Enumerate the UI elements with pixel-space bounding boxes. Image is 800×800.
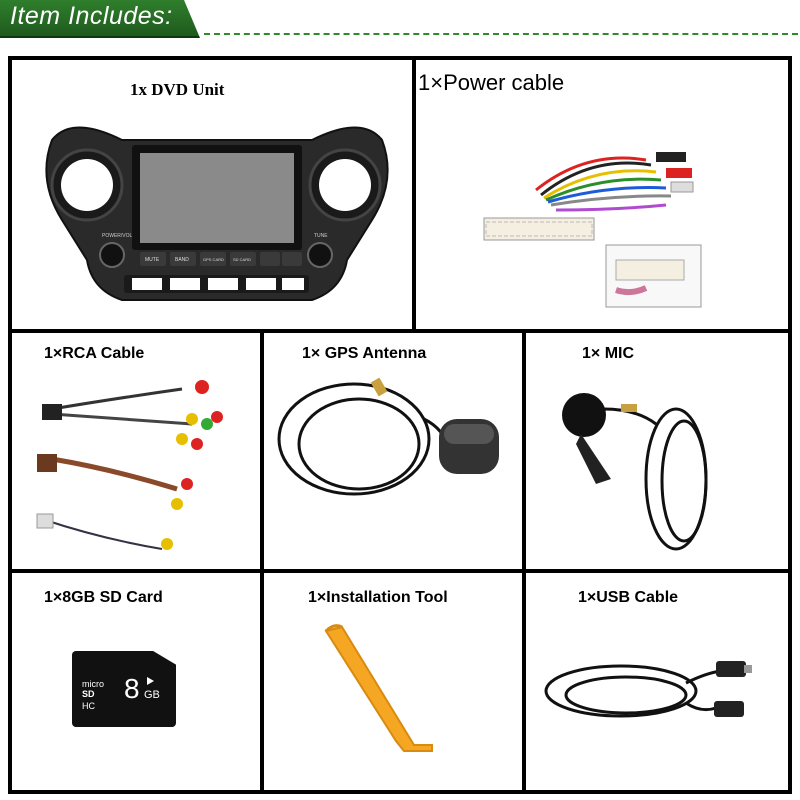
btn-mute: MUTE: [145, 257, 160, 263]
sd-capacity: 8: [124, 673, 140, 704]
knob-left-label: POWER/VOL: [102, 233, 133, 239]
sd-card-image: micro SD HC 8 GB: [72, 651, 176, 727]
item-label: 1×USB Cable: [578, 589, 679, 606]
item-label: 1×RCA Cable: [44, 345, 145, 362]
item-dvd-unit: 1x DVD Unit POWER/VOL TUNE MUTE BAND GPS…: [10, 58, 414, 331]
header-title: Item Includes:: [10, 2, 173, 30]
item-usb-cable: 1×USB Cable: [524, 571, 790, 792]
item-label: 1× GPS Antenna: [302, 345, 427, 362]
mic-image: [562, 393, 708, 551]
item-mic: 1× MIC: [524, 331, 790, 571]
item-label: 1×8GB SD Card: [44, 589, 163, 606]
gps-antenna-image: [277, 377, 499, 496]
header-dashed-line: [204, 33, 798, 35]
sd-brand: micro: [82, 679, 104, 689]
item-sd-card: 1×8GB SD Card micro SD HC 8 GB: [10, 571, 262, 792]
sd-class: HC: [82, 701, 95, 711]
knob-right-label: TUNE: [314, 233, 328, 239]
item-installation-tool: 1×Installation Tool: [262, 571, 524, 792]
installation-tool-image: [324, 624, 433, 752]
sd-brand-sub: SD: [82, 689, 95, 699]
item-label: 1×Power cable: [418, 70, 565, 95]
item-label: 1×Installation Tool: [308, 589, 448, 606]
item-gps-antenna: 1× GPS Antenna: [262, 331, 524, 571]
sd-unit: GB: [144, 689, 160, 701]
item-rca-cable: 1×RCA Cable: [10, 331, 262, 571]
item-power-cable: 1×Power cable: [414, 58, 790, 331]
usb-cable-image: [544, 661, 752, 718]
play-icon: [147, 677, 154, 685]
btn-gps: GPS CARD: [203, 257, 224, 262]
btn-sd: SD CARD: [233, 257, 251, 262]
btn-band: BAND: [175, 257, 189, 263]
items-grid: [8, 56, 792, 794]
header-banner: Item Includes:: [0, 0, 800, 44]
item-label: 1× MIC: [582, 345, 635, 362]
rca-cable-image: [36, 380, 223, 550]
header-tab: [0, 0, 200, 38]
dvd-unit-image: POWER/VOL TUNE MUTE BAND GPS CARD SD CAR…: [45, 126, 389, 301]
power-cable-image: [483, 152, 702, 308]
item-label: 1x DVD Unit: [130, 80, 225, 99]
